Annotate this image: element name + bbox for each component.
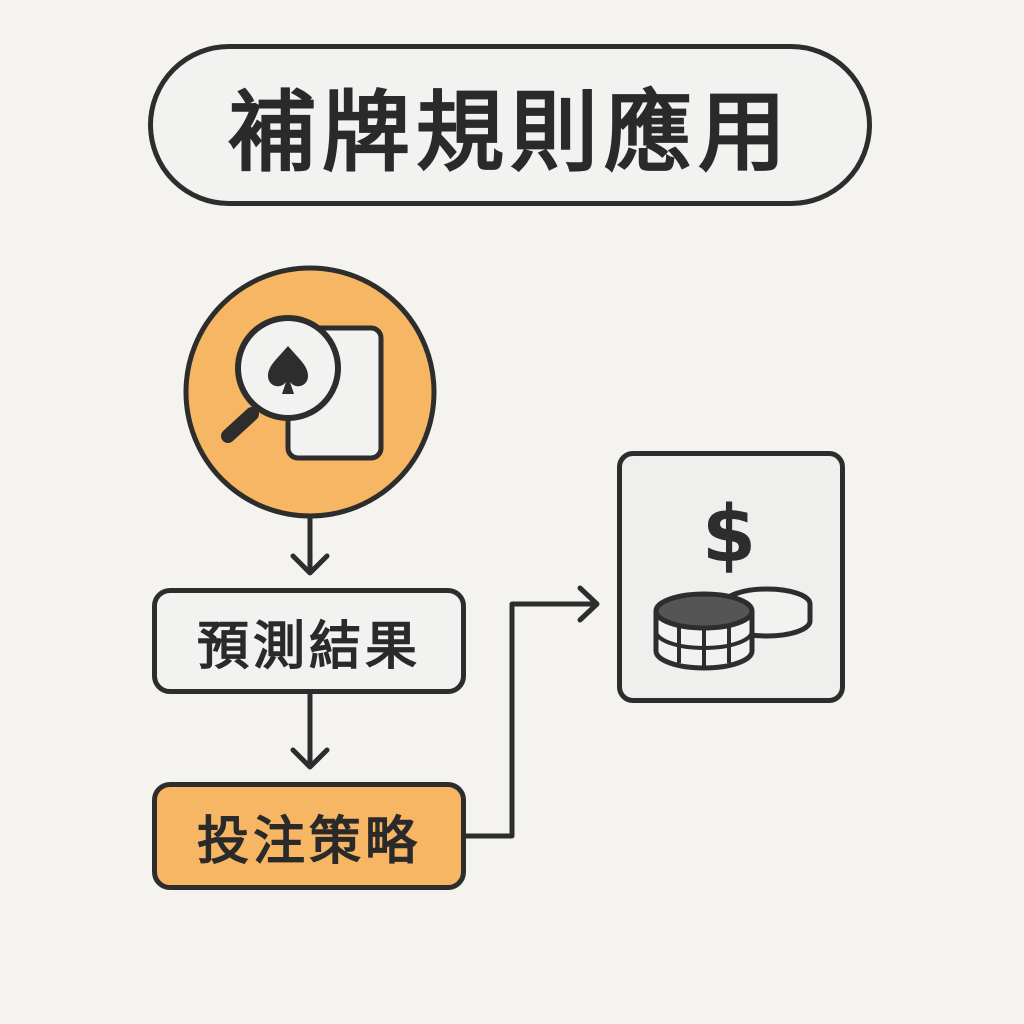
coins-card: $ bbox=[617, 451, 845, 703]
predict-result-box: 預測結果 bbox=[152, 588, 466, 694]
arrow-predict-to-bet bbox=[290, 694, 330, 770]
arrow-bet-to-chips bbox=[466, 585, 600, 839]
dollar-symbol: $ bbox=[702, 490, 756, 580]
page-title: 補牌規則應用 bbox=[227, 80, 792, 184]
bet-strategy-box: 投注策略 bbox=[152, 782, 466, 890]
bet-strategy-label: 投注策略 bbox=[196, 811, 421, 872]
title-banner: 補牌規則應用 bbox=[148, 44, 872, 206]
magnifier-spade-card-icon bbox=[183, 265, 437, 519]
predict-result-label: 預測結果 bbox=[196, 616, 421, 677]
arrow-circle-to-predict bbox=[290, 516, 330, 576]
coins-dollar-icon: $ bbox=[653, 490, 813, 671]
